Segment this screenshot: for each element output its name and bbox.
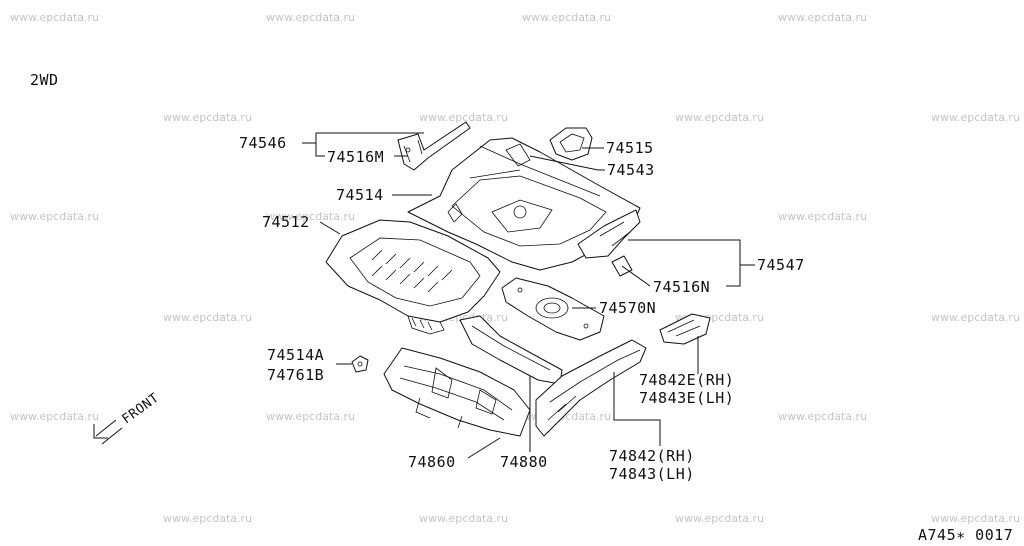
watermark-text: www.epcdata.ru bbox=[778, 210, 867, 223]
part-number-74570N[interactable]: 74570N bbox=[599, 299, 656, 317]
watermark-text: www.epcdata.ru bbox=[778, 410, 867, 423]
part-number-74515[interactable]: 74515 bbox=[606, 139, 654, 157]
part-number-74843E[interactable]: 74843E(LH) bbox=[639, 389, 734, 407]
part-number-74880[interactable]: 74880 bbox=[500, 453, 548, 471]
front-indicator: FRONT bbox=[93, 391, 163, 445]
watermark-text: www.epcdata.ru bbox=[931, 512, 1020, 525]
part-74842-side-member[interactable] bbox=[535, 339, 647, 437]
watermark-text: www.epcdata.ru bbox=[10, 210, 99, 223]
part-number-74516M[interactable]: 74516M bbox=[327, 148, 384, 166]
watermark-text: www.epcdata.ru bbox=[10, 11, 99, 24]
watermark-text: www.epcdata.ru bbox=[675, 111, 764, 124]
watermark-text: www.epcdata.ru bbox=[163, 512, 252, 525]
part-74842E-extension[interactable] bbox=[659, 313, 711, 345]
part-74514-rear-floor[interactable] bbox=[407, 137, 641, 271]
part-number-74843[interactable]: 74843(LH) bbox=[609, 465, 695, 483]
part-number-74514[interactable]: 74514 bbox=[336, 186, 384, 204]
part-number-74761B[interactable]: 74761B bbox=[267, 366, 324, 384]
leader-lines bbox=[302, 132, 755, 459]
part-number-74547[interactable]: 74547 bbox=[757, 256, 805, 274]
part-number-74543[interactable]: 74543 bbox=[607, 161, 655, 179]
part-74546-bracket[interactable] bbox=[397, 121, 471, 171]
part-number-74842[interactable]: 74842(RH) bbox=[609, 447, 695, 465]
part-number-74516N[interactable]: 74516N bbox=[653, 278, 710, 296]
watermark-text: www.epcdata.ru bbox=[163, 311, 252, 324]
watermark-text: www.epcdata.ru bbox=[10, 410, 99, 423]
watermark-text: www.epcdata.ru bbox=[266, 410, 355, 423]
part-74512-front-floor[interactable] bbox=[325, 219, 501, 335]
part-number-74514A[interactable]: 74514A bbox=[267, 346, 324, 364]
part-labels: 74546 74516M 74514 74515 74543 74512 745… bbox=[239, 134, 805, 483]
part-74515-bracket[interactable] bbox=[549, 127, 593, 161]
watermark-text: www.epcdata.ru bbox=[266, 210, 355, 223]
part-74570N-crossmember[interactable] bbox=[501, 277, 605, 341]
part-number-74860[interactable]: 74860 bbox=[408, 453, 456, 471]
watermark-text: www.epcdata.ru bbox=[266, 11, 355, 24]
watermark-text: www.epcdata.ru bbox=[931, 111, 1020, 124]
watermark-text: www.epcdata.ru bbox=[419, 111, 508, 124]
part-number-74512[interactable]: 74512 bbox=[262, 213, 310, 231]
watermark-text: www.epcdata.ru bbox=[163, 111, 252, 124]
part-74860-crossmember[interactable] bbox=[383, 347, 531, 437]
part-number-74546[interactable]: 74546 bbox=[239, 134, 287, 152]
variant-label: 2WD bbox=[30, 71, 59, 89]
drawing-code: A745∗ 0017 bbox=[918, 526, 1013, 544]
front-arrow-icon bbox=[93, 419, 123, 445]
watermark-text: www.epcdata.ru bbox=[675, 512, 764, 525]
watermark-text: www.epcdata.ru bbox=[522, 11, 611, 24]
part-number-74842E[interactable]: 74842E(RH) bbox=[639, 371, 734, 389]
watermark-text: www.epcdata.ru bbox=[419, 512, 508, 525]
watermark-layer: www.epcdata.ru www.epcdata.ru www.epcdat… bbox=[10, 11, 1020, 525]
watermark-text: www.epcdata.ru bbox=[931, 311, 1020, 324]
watermark-text: www.epcdata.ru bbox=[778, 11, 867, 24]
part-74514A-clip[interactable] bbox=[351, 355, 369, 373]
front-label: FRONT bbox=[120, 391, 163, 428]
